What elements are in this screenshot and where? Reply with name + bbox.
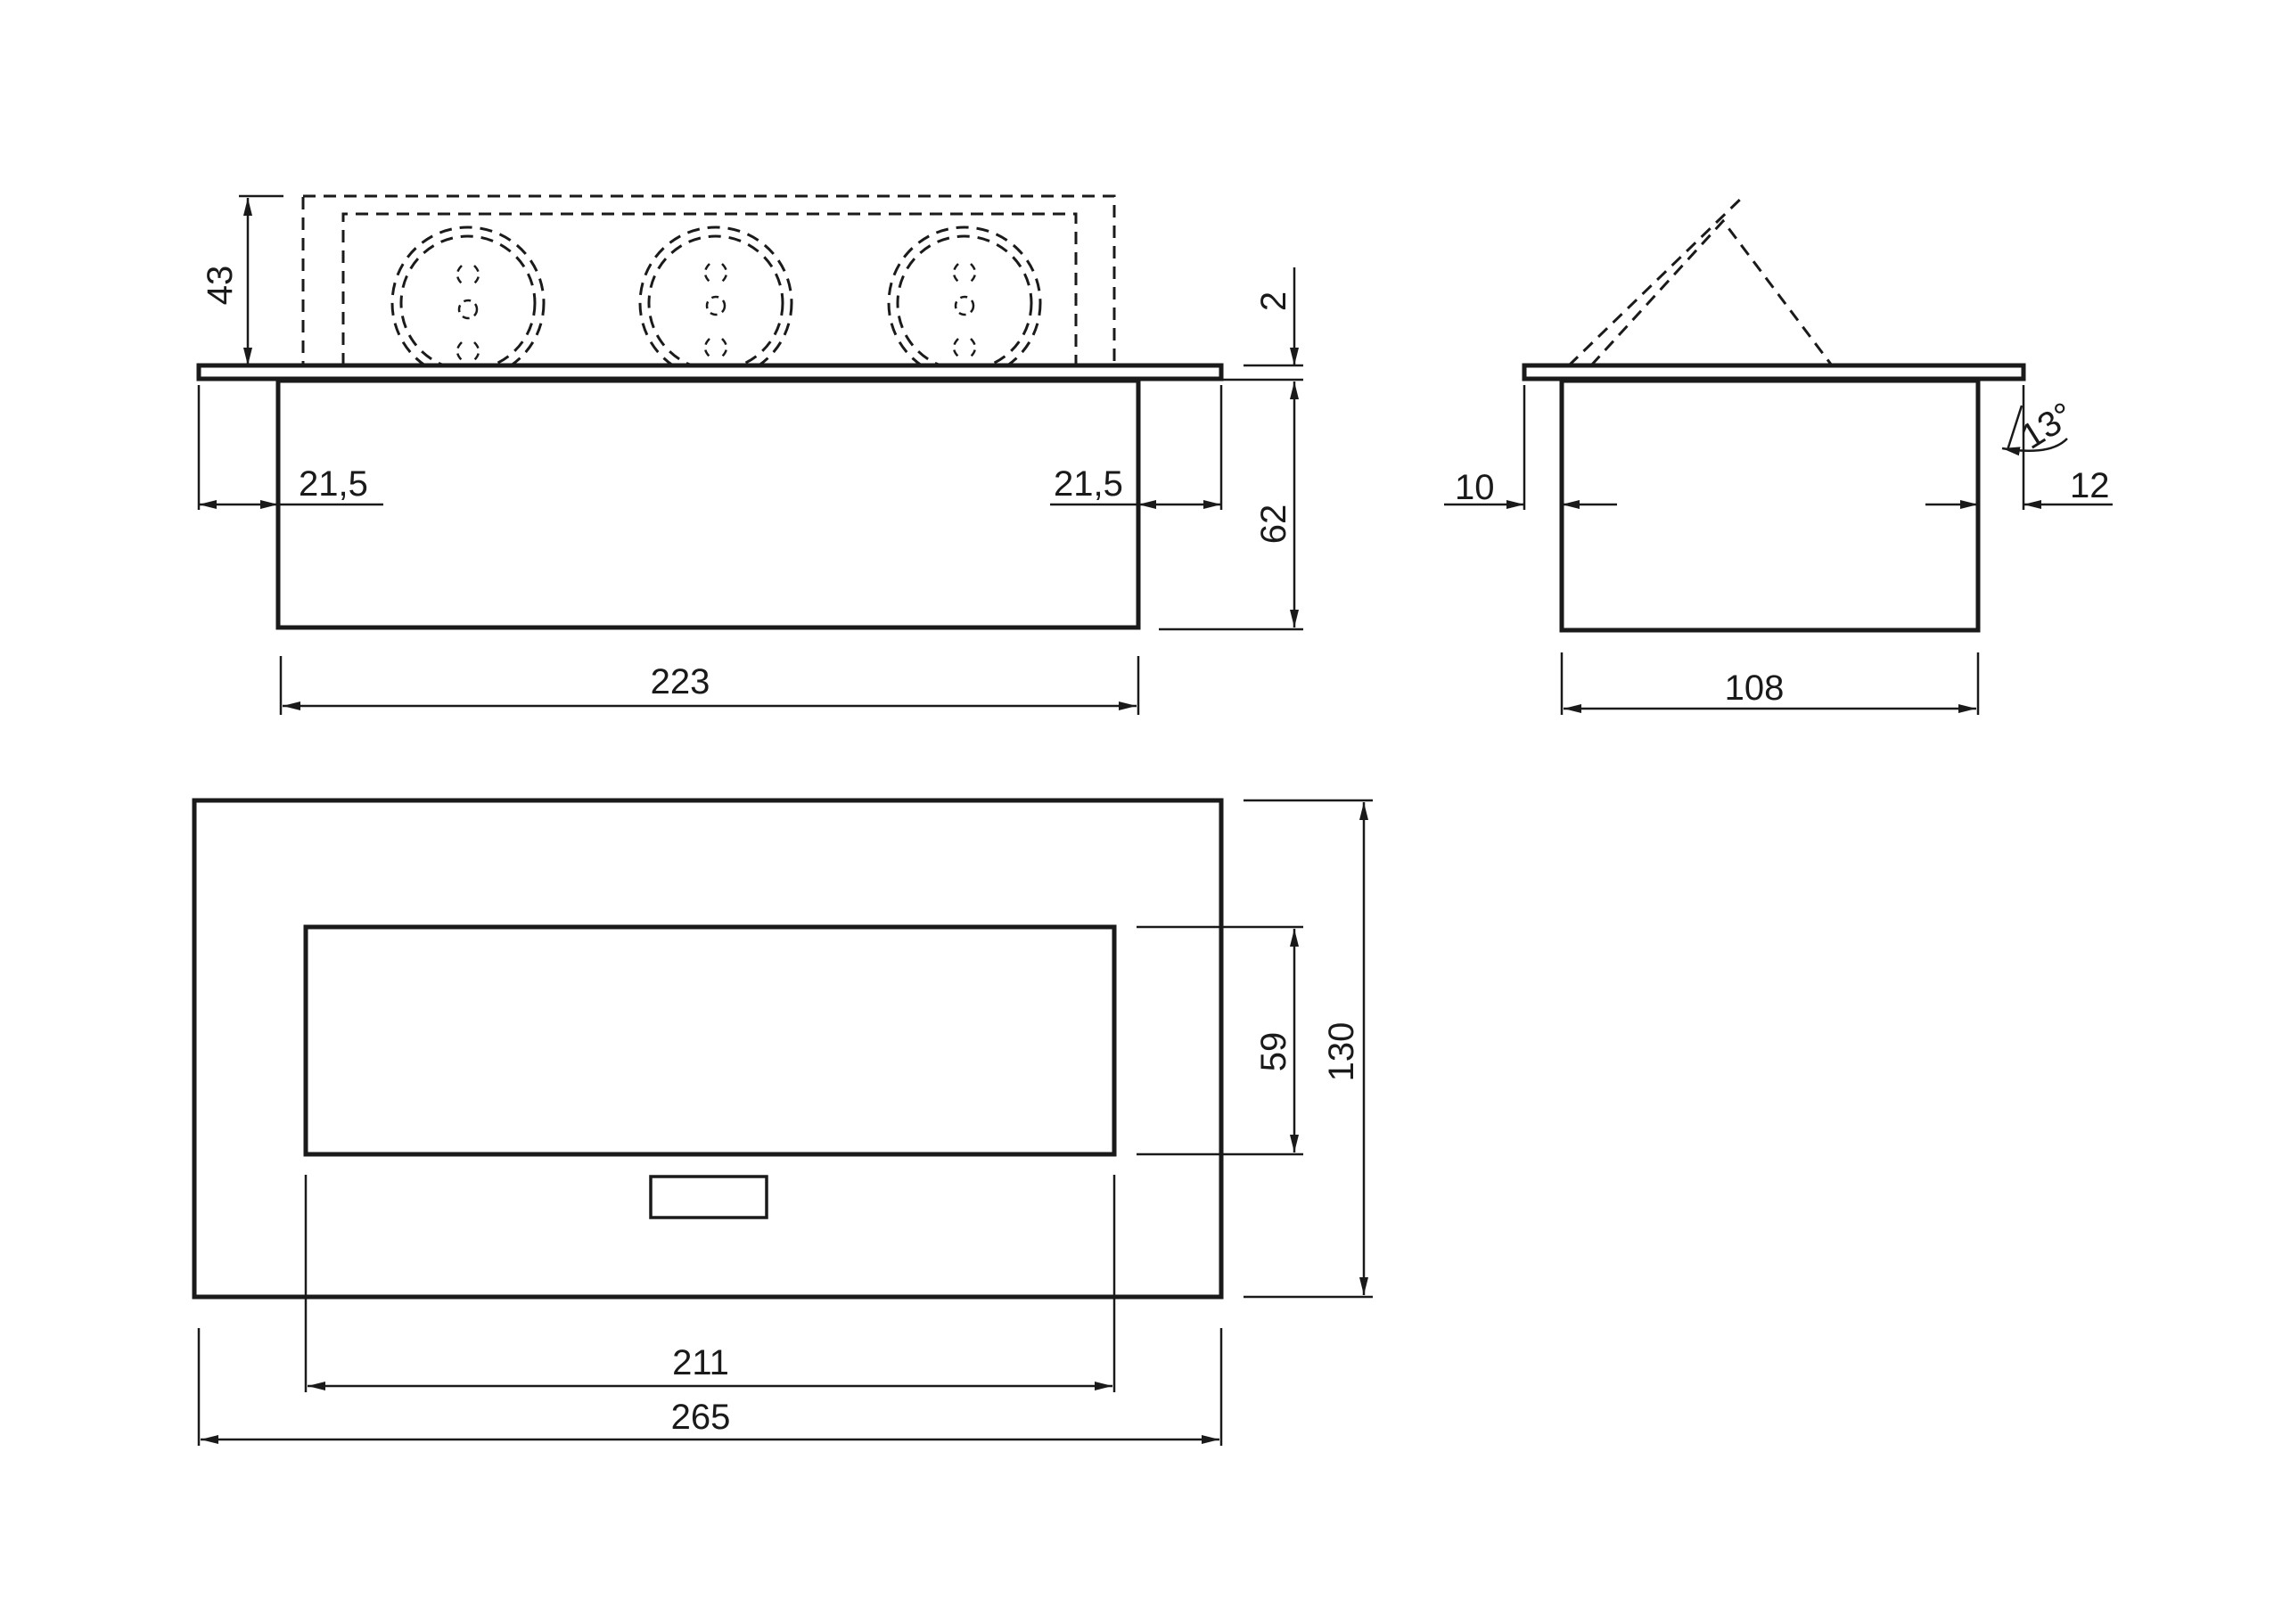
- top-view: 59 130 211 265: [192, 798, 1373, 1446]
- dim-tilt-angle: 13°: [2001, 395, 2081, 457]
- side-view: 10 12 13° 108: [1444, 193, 2113, 715]
- front-view: 43 2 62 21,5 21,5: [196, 194, 1303, 715]
- dim-plate-overhang-right: 21,5: [1050, 385, 1223, 510]
- svg-text:62: 62: [1254, 504, 1293, 545]
- dim-outer-height: 130: [1244, 799, 1373, 1299]
- svg-text:108: 108: [1725, 668, 1785, 708]
- dim-box-width: 223: [279, 656, 1140, 715]
- dim-opening-height: 59: [1137, 925, 1303, 1156]
- dim-side-right-overhang: 12: [1925, 385, 2113, 510]
- svg-text:2: 2: [1254, 291, 1293, 311]
- side-lid-dashed: [1567, 193, 1834, 367]
- svg-text:211: 211: [672, 1343, 729, 1382]
- socket-3: [887, 226, 1042, 381]
- svg-text:130: 130: [1322, 1022, 1361, 1082]
- front-box-body: [275, 378, 1141, 630]
- dim-side-left-overhang: 10: [1444, 385, 1617, 510]
- dim-opening-width: 211: [304, 1175, 1116, 1392]
- svg-text:265: 265: [671, 1398, 731, 1437]
- svg-text:12: 12: [2070, 466, 2110, 505]
- svg-text:59: 59: [1254, 1032, 1293, 1072]
- side-cover-plate: [1522, 363, 2026, 381]
- svg-text:21,5: 21,5: [1054, 464, 1123, 504]
- svg-text:10: 10: [1455, 468, 1495, 507]
- svg-text:43: 43: [201, 266, 240, 306]
- dim-outer-width: 265: [197, 1328, 1223, 1446]
- dim-plate-overhang-left: 21,5: [197, 385, 383, 510]
- dim-socket-height: 43: [201, 194, 283, 365]
- socket-1: [390, 226, 546, 381]
- svg-text:21,5: 21,5: [299, 464, 368, 504]
- socket-2: [638, 226, 793, 381]
- top-opening: [303, 924, 1117, 1157]
- dim-box-depth: 108: [1560, 652, 1980, 715]
- dim-plate-thickness: 2: [1223, 267, 1303, 381]
- top-lid-handle: [649, 1175, 768, 1219]
- svg-text:223: 223: [651, 662, 710, 701]
- socket-housing-inner-dashed: [341, 212, 1078, 365]
- dim-box-height: 62: [1159, 381, 1303, 631]
- front-cover-plate: [196, 363, 1224, 381]
- side-box-body: [1559, 378, 1981, 633]
- top-outer-frame: [192, 798, 1224, 1300]
